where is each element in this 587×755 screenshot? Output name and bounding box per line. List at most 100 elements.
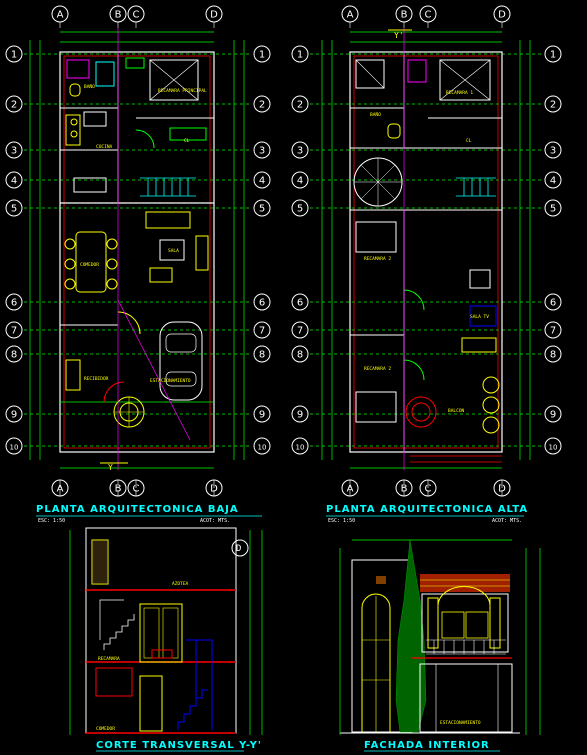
axis-bubble-D (205, 479, 223, 497)
facade-label-estacionamiento: ESTACIONAMIENTO (440, 720, 481, 726)
axis-bubble-4 (5, 171, 23, 189)
axis-label-10: 10 (549, 444, 558, 452)
axis-bubble-8 (5, 345, 23, 363)
axis-label-C: C (133, 484, 140, 495)
facade-drawing: ESTACIONAMIENTO (339, 539, 541, 735)
axis-bubble-10 (291, 437, 309, 455)
room-label-cocina: COCINA (96, 144, 113, 150)
axis-bubble-3 (5, 141, 23, 159)
axis-label-C: C (425, 484, 432, 495)
axis-bubble-5 (291, 199, 309, 217)
section-label-comedor: COMEDOR (96, 726, 115, 732)
axis-label-D: D (498, 484, 506, 495)
section-axis-mark: D (236, 544, 241, 554)
axis-bubble-10 (253, 437, 271, 455)
axis-label-9: 9 (11, 410, 17, 421)
axis-label-5: 5 (550, 204, 556, 215)
axis-label-9: 9 (550, 410, 556, 421)
axis-label-B: B (401, 10, 408, 21)
axis-label-5: 5 (259, 204, 265, 215)
axis-label-7: 7 (550, 326, 556, 337)
room-label-sala-tv: SALA TV (470, 314, 489, 320)
axis-label-6: 6 (550, 298, 556, 309)
room-label-comedor: COMEDOR (80, 262, 99, 268)
acot-note-baja: ACOT: MTS. (200, 518, 230, 524)
axis-label-7: 7 (11, 326, 17, 337)
axis-bubble-9 (544, 405, 562, 423)
axis-bubble-7 (253, 321, 271, 339)
axis-bubble-5 (5, 199, 23, 217)
scale-note-alta: ESC: 1:50 (328, 518, 355, 524)
section-label-azotea: AZOTEA (172, 581, 189, 587)
axis-bubble-1 (5, 45, 23, 63)
axis-bubble-D (493, 5, 511, 23)
axis-label-2: 2 (259, 100, 265, 111)
axis-label-3: 3 (259, 146, 265, 157)
axis-label-D: D (210, 10, 218, 21)
axis-bubble-C (419, 5, 437, 23)
axis-bubble-A (51, 5, 69, 23)
room-label-recamara-principal: RECAMARA PRINCIPAL (158, 88, 207, 94)
axis-label-4: 4 (297, 176, 303, 187)
title-corte: CORTE TRANSVERSAL Y-Y' (96, 740, 262, 751)
axis-bubble-4 (291, 171, 309, 189)
axis-label-7: 7 (297, 326, 303, 337)
axis-bubble-7 (291, 321, 309, 339)
axis-label-1: 1 (11, 50, 17, 61)
axis-bubble-9 (291, 405, 309, 423)
scale-note-baja: ESC: 1:50 (38, 518, 65, 524)
room-label-sala: SALA (168, 248, 179, 254)
axis-label-8: 8 (259, 350, 265, 361)
axis-bubble-1 (253, 45, 271, 63)
dimension-layer (24, 31, 543, 469)
axis-bubble-A (341, 5, 359, 23)
room-label-recamara-2a: RECAMARA 2 (364, 256, 391, 262)
axis-bubble-B (395, 479, 413, 497)
title-fachada: FACHADA INTERIOR (364, 740, 490, 751)
axis-bubble-6 (253, 293, 271, 311)
axis-bubble-2 (544, 95, 562, 113)
axis-bubble-9 (5, 405, 23, 423)
axis-bubble-3 (291, 141, 309, 159)
room-label-balcon: BALCON (448, 408, 465, 414)
acot-note-alta: ACOT: MTS. (492, 518, 522, 524)
axis-label-8: 8 (11, 350, 17, 361)
axis-label-C: C (425, 10, 432, 21)
axis-label-10: 10 (10, 444, 19, 452)
axis-label-6: 6 (259, 298, 265, 309)
axis-bubble-2 (253, 95, 271, 113)
axis-bubble-2 (5, 95, 23, 113)
axis-bubble-B (109, 479, 127, 497)
room-label-bano-alta: BAÑO (370, 111, 381, 118)
axis-bubble-5 (544, 199, 562, 217)
axis-label-A: A (347, 10, 354, 21)
axis-bubble-A (341, 479, 359, 497)
room-label-estacionamiento: ESTACIONAMIENTO (150, 378, 191, 384)
axis-label-2: 2 (297, 100, 303, 111)
axis-bubble-C (419, 479, 437, 497)
axis-label-6: 6 (11, 298, 17, 309)
axis-label-8: 8 (297, 350, 303, 361)
axis-bubble-1 (291, 45, 309, 63)
section-drawing: D AZOTEA RECAMARA COMEDOR (69, 527, 263, 735)
axis-label-5: 5 (297, 204, 303, 215)
cut-mark-y-prime: Y' (394, 31, 404, 40)
axis-label-10: 10 (296, 444, 305, 452)
axis-label-3: 3 (297, 146, 303, 157)
axis-label-1: 1 (297, 50, 303, 61)
axis-label-C: C (133, 10, 140, 21)
axis-label-A: A (347, 484, 354, 495)
axis-label-2: 2 (550, 100, 556, 111)
axis-bubble-8 (253, 345, 271, 363)
room-label-cl-alta: CL (466, 138, 472, 144)
axis-label-B: B (115, 484, 122, 495)
axis-bubble-5 (253, 199, 271, 217)
axis-bubble-4 (253, 171, 271, 189)
axis-label-4: 4 (550, 176, 556, 187)
axis-bubble-3 (253, 141, 271, 159)
axis-bubble-10 (5, 437, 23, 455)
title-planta-alta: PLANTA ARQUITECTONICA ALTA (326, 504, 528, 515)
axis-label-4: 4 (11, 176, 17, 187)
